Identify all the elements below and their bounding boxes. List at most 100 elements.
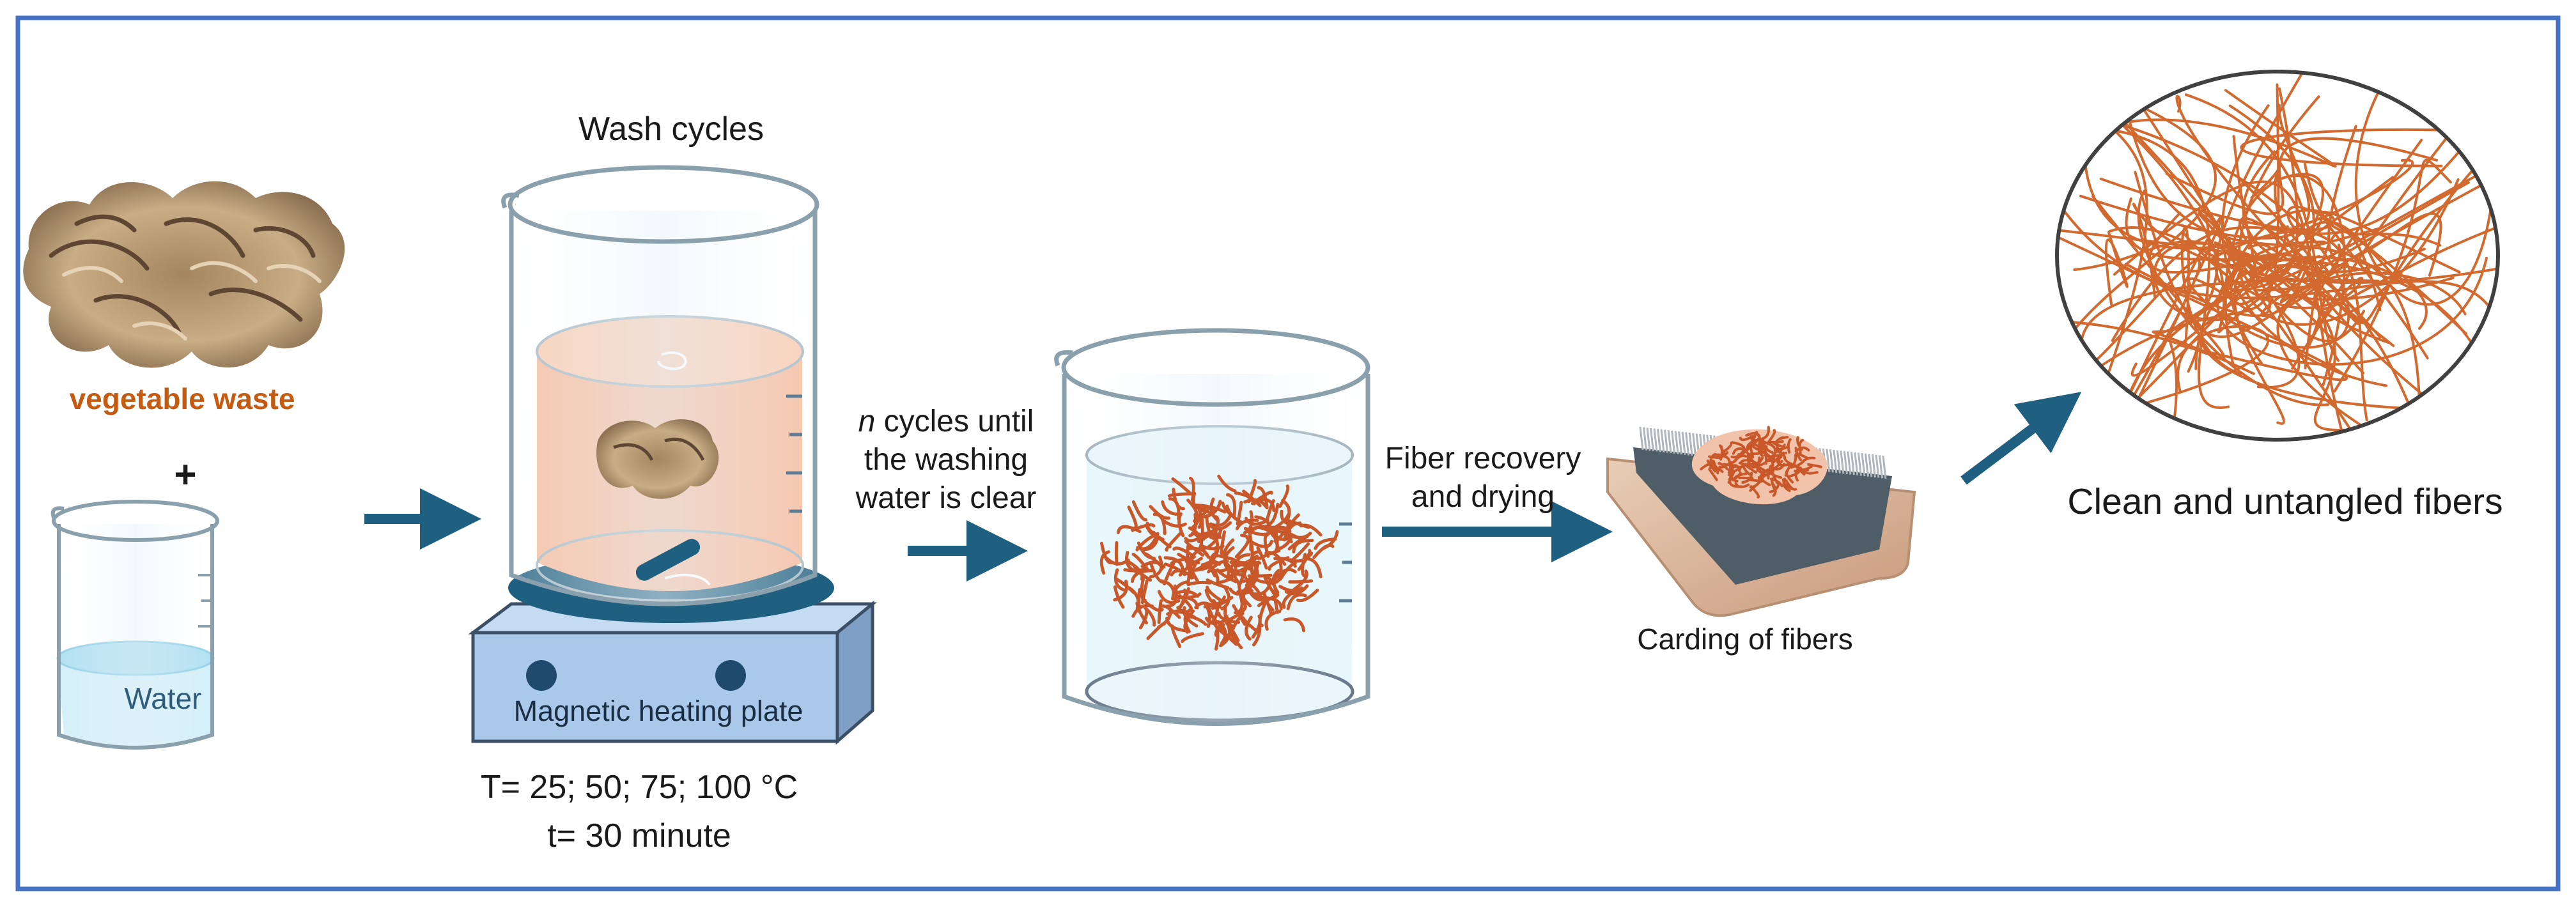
fiber-strand [1765,442,1778,454]
temperature-label: T= 25; 50; 75; 100 °C [480,769,798,806]
recovery-line-2: and drying [1411,480,1555,514]
clean-fiber-strand [2057,126,2230,409]
clean-fiber-strand [2233,240,2326,425]
fiber-strand [1152,513,1167,536]
fiber-strand [1287,535,1309,551]
fiber-strand [1177,592,1202,599]
fiber-strand [1207,527,1223,549]
fiber-strand [1186,498,1199,523]
fiber-strand [1113,580,1129,602]
brush-needle [1685,432,1690,456]
fiber-strand [1114,541,1119,566]
fiber-strand [1188,560,1200,584]
fiber-strand [1782,477,1791,492]
carding-brush [1606,426,1916,617]
fiber-strand [1225,504,1243,524]
brush-needle [1879,455,1883,479]
fiber-strand [1708,468,1718,481]
brush-needle [1674,431,1679,454]
clean-fibers-circle [2055,70,2500,442]
fiber-strand [1162,519,1187,528]
fiber-strand [1256,546,1268,570]
fiber-strand [1776,459,1791,467]
fiber-strand [1752,461,1767,467]
fiber-strand [1731,441,1746,449]
fiber-strand [1172,488,1185,511]
fiber-strand [1280,509,1302,526]
clean-fiber-strand [2333,158,2452,393]
brush-needle [1643,427,1647,451]
fiber-strand [1278,484,1290,508]
fiber-strand [1245,615,1253,641]
clean-fiber-strand [2067,195,2226,360]
vegetable-waste-image [23,181,345,368]
brush-needle [1826,449,1831,472]
fiber-strand [1749,476,1761,489]
fiber-strand [1723,463,1738,467]
fiber-strand [1232,604,1246,626]
fiber-strand [1170,624,1182,649]
fiber-strand [1217,474,1237,493]
fiber-strand [1756,442,1765,455]
fiber-strand [1184,539,1204,557]
fiber-strand [1220,530,1227,555]
fiber-strand [1176,587,1190,610]
clean-fiber-strand [2308,128,2455,346]
clean-fiber-strand [2250,168,2479,438]
brush-needle [1882,455,1887,479]
fiber-strand [1131,552,1150,572]
fiber-strand [1759,474,1771,486]
fiber-strand [1210,599,1219,624]
fiber-strand [1172,546,1196,559]
fiber-strand [1245,516,1269,526]
water-label: Water [124,682,202,715]
fiber-strand [1268,556,1290,571]
brush-needle [1843,451,1848,474]
fiber-strand [1222,538,1235,562]
fiber-strand [1284,584,1309,596]
fiber-strand [1749,443,1755,459]
fiber-strand [1803,470,1819,475]
wash-beaker [501,165,834,623]
fiber-strand [1127,505,1138,530]
clean-fiber-strand [2152,247,2255,375]
fiber-strand [1796,436,1803,451]
vegetable-waste-label: vegetable waste [69,382,295,415]
clean-fiber-strand [2260,181,2470,318]
fiber-strand [1728,471,1742,481]
fiber-strand [1149,555,1163,579]
fiber-strand [1744,463,1757,474]
clean-fiber-strand [2132,220,2403,405]
fiber-strand [1211,596,1234,610]
fiber-strand [1746,438,1758,451]
water-beaker [50,500,219,750]
fiber-strand [1291,542,1310,561]
fiber-strand [1233,589,1244,615]
plus-sign: + [174,453,197,496]
clean-fiber-strand [2182,232,2364,370]
clean-fiber-strand [2153,242,2395,348]
fiber-strand [1227,604,1247,622]
fiber-strand [1271,528,1293,544]
brush-needle [1671,430,1676,454]
fiber-strand [1266,525,1292,533]
cycles-line-2: the washing [864,443,1028,477]
fiber-strand [1149,562,1165,584]
fiber-strand [1794,467,1802,482]
fiber-strand [1314,537,1337,550]
fiber-strand [1263,532,1270,558]
clean-fibers-label: Clean and untangled fibers [2067,481,2503,522]
fiber-strand [1762,468,1775,479]
fiber-strand [1157,599,1163,624]
fiber-strand [1278,562,1297,581]
fiber-strand [1131,604,1154,618]
fiber-strand [1146,621,1166,640]
brush-needle [1660,429,1665,453]
fiber-strand [1177,512,1185,537]
cycles-label: n cycles until the washing water is clea… [825,403,1067,518]
cycles-line-3: water is clear [855,481,1037,515]
fiber-strand [1240,534,1254,556]
wash-cycles-label: Wash cycles [578,111,764,148]
fiber-strand [1263,576,1278,598]
fiber-strand [1288,579,1314,584]
